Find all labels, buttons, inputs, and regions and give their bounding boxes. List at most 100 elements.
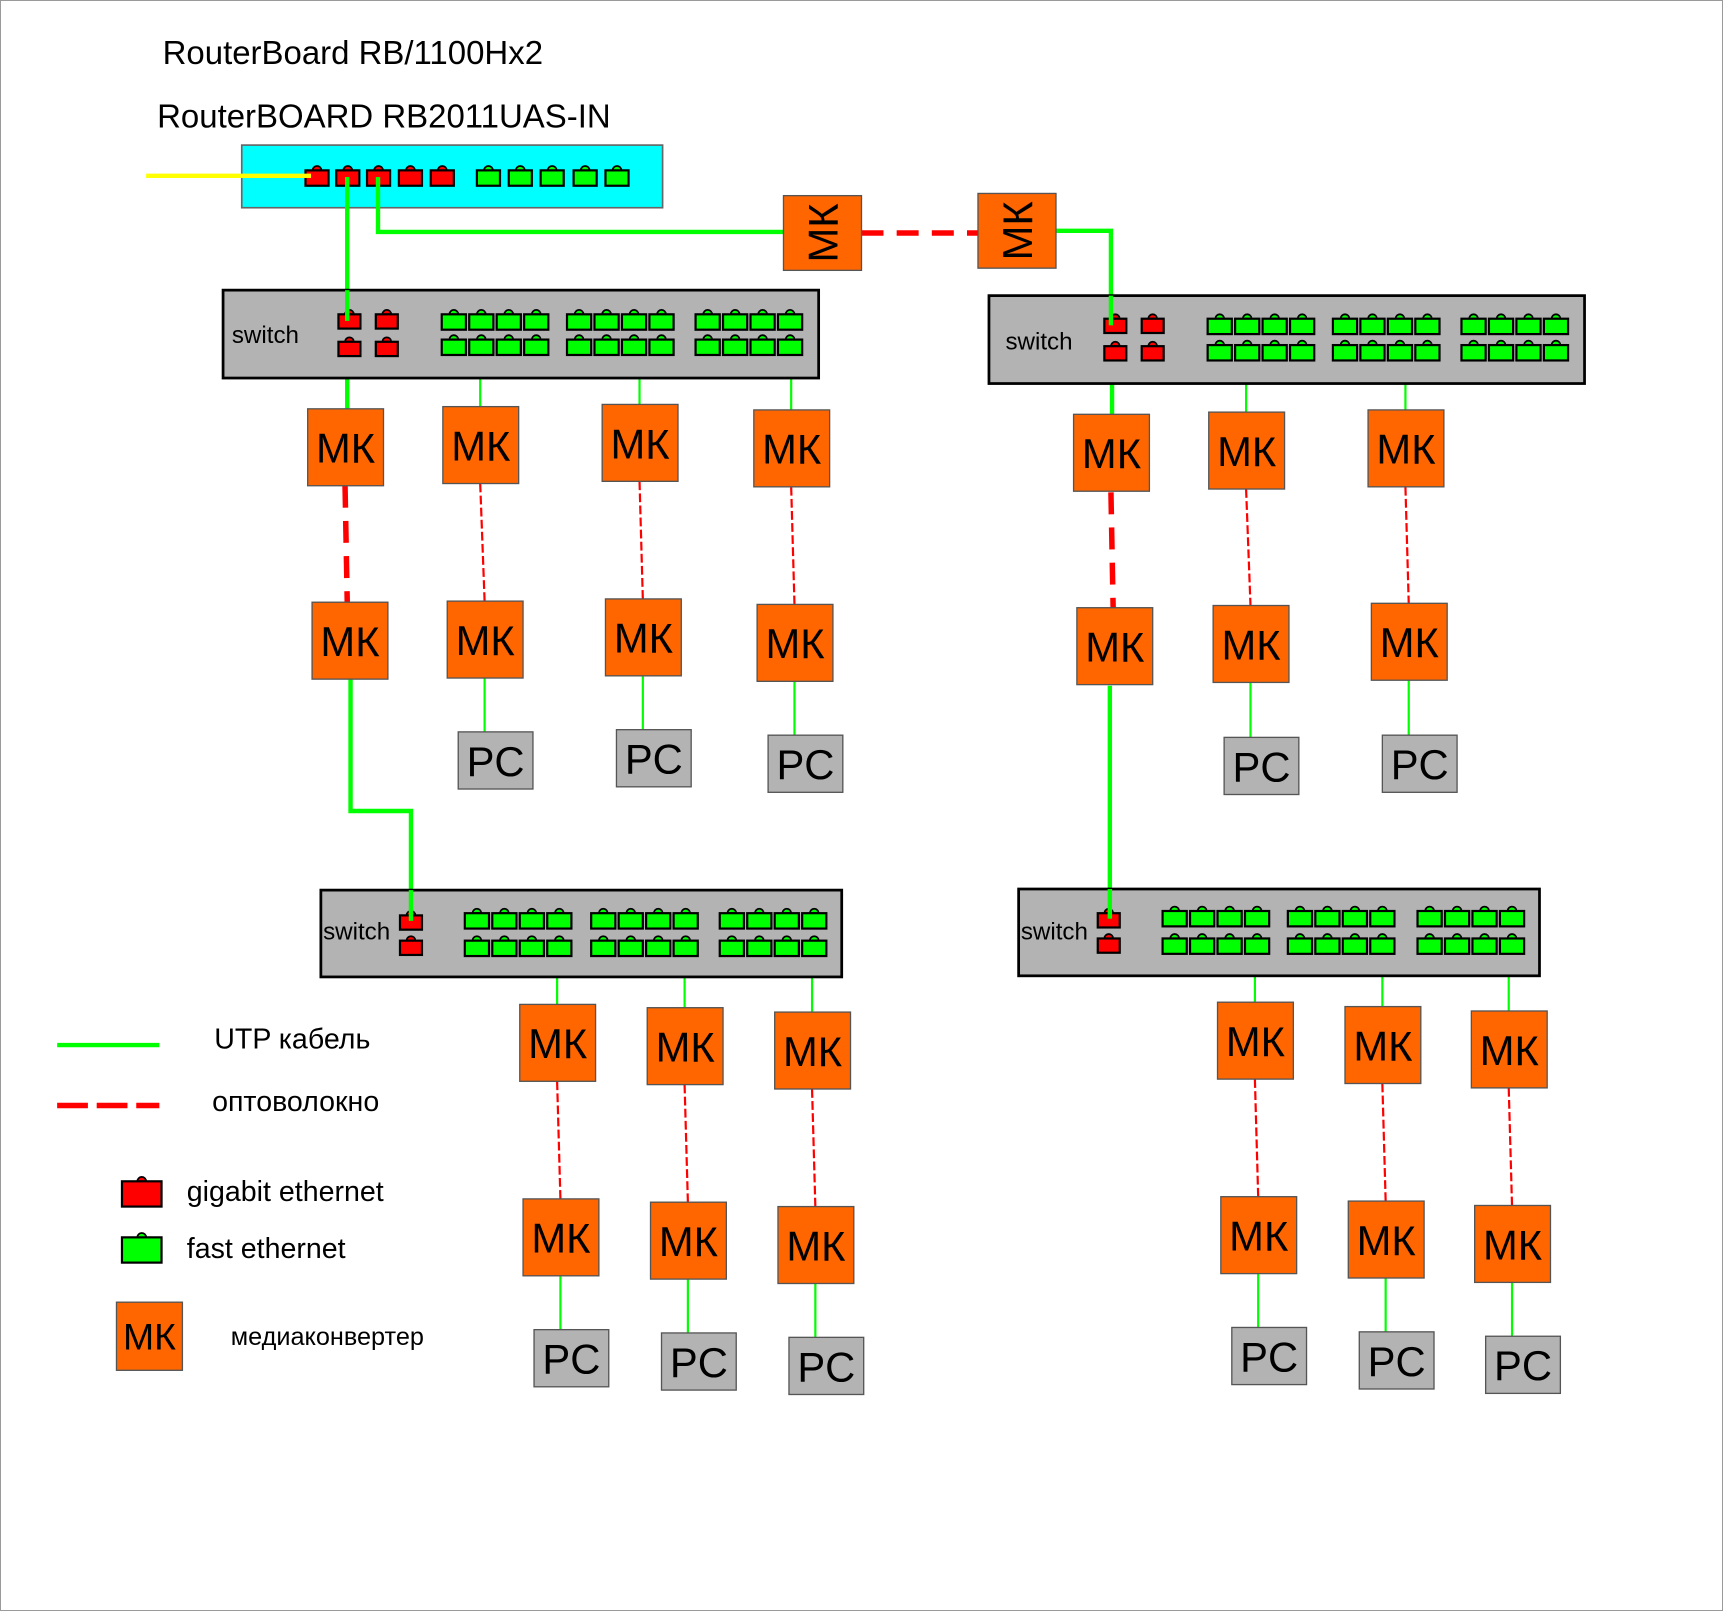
media-converter: МК (1212, 604, 1290, 684)
media-converter-label: МК (1480, 1027, 1540, 1074)
fiber-cable (479, 483, 486, 602)
fast-port (1416, 933, 1443, 955)
switch-label: switch (323, 919, 390, 946)
pc-label: PC (1391, 741, 1449, 788)
media-converter-top-left: МК (782, 194, 863, 272)
media-converter: МК (756, 603, 834, 682)
fast-port (1542, 313, 1570, 336)
fast-port-icon (120, 1232, 163, 1264)
fast-port (1359, 339, 1386, 362)
fast-port (523, 334, 550, 357)
fast-port (1386, 313, 1414, 336)
fast-port (801, 907, 828, 930)
legend-gigabit-label: gigabit ethernet (187, 1176, 384, 1208)
fast-port (1216, 905, 1243, 928)
media-converter-label: МК (786, 1222, 846, 1269)
fast-port (746, 935, 773, 958)
gigabit-port (429, 165, 455, 187)
pc: PC (1381, 734, 1458, 793)
pc-label: PC (1240, 1333, 1298, 1380)
fast-port (1286, 933, 1314, 955)
switch-label: switch (1021, 919, 1088, 946)
fast-port (546, 935, 573, 958)
gigabit-port (335, 165, 361, 187)
fast-port (1515, 313, 1542, 336)
pc-label: PC (1368, 1338, 1426, 1385)
fast-port (1161, 933, 1188, 955)
switch-body (987, 294, 1586, 385)
gigabit-port (374, 336, 399, 358)
media-converter-trunk: МК (1072, 413, 1151, 492)
fast-port (1542, 339, 1570, 362)
media-converter-label: МК (656, 1024, 716, 1071)
fast-port (1498, 905, 1526, 928)
media-converter: МК (1220, 1196, 1298, 1275)
fast-port (1386, 339, 1414, 362)
pc: PC (767, 734, 844, 793)
gigabit-port (397, 165, 424, 187)
fast-port (475, 165, 502, 187)
media-converter-label: МК (1353, 1022, 1413, 1069)
fast-port (546, 907, 573, 930)
legend: UTP кабель оптоволокно gigabit ethernet … (57, 1023, 424, 1371)
fast-port (565, 309, 593, 331)
fast-port (645, 935, 672, 958)
svg-text:МК: МК (800, 203, 847, 263)
media-converter: МК (646, 1007, 724, 1086)
fast-port (617, 935, 644, 958)
fast-port (1314, 905, 1341, 928)
media-converter-trunk: МК (311, 601, 389, 680)
media-converter-label: МК (659, 1218, 719, 1265)
fast-port (1206, 339, 1233, 362)
switch-sw-bottom-right: switch (1017, 887, 1541, 978)
fast-port (1341, 905, 1369, 928)
media-converter-label: МК (1483, 1221, 1543, 1268)
media-converter-label: МК (1217, 428, 1277, 475)
fast-port (507, 165, 533, 187)
fast-port (776, 334, 804, 357)
legend-fiber-label: оптоволокно (212, 1086, 379, 1118)
media-converter-label: МК (762, 426, 822, 473)
fiber-cable (1245, 488, 1252, 606)
media-converter-label: МК (1376, 426, 1436, 473)
fast-port (1288, 313, 1316, 336)
fast-port (801, 935, 828, 958)
fast-port (440, 334, 468, 357)
fast-port (672, 907, 699, 930)
fiber-cable (683, 1084, 689, 1203)
media-converter: МК (1370, 602, 1448, 681)
fiber-cable (790, 486, 796, 605)
switch-sw-top-left: switch (221, 288, 821, 380)
fast-port (1243, 905, 1271, 928)
pc-label: PC (797, 1343, 855, 1390)
pc-label: PC (776, 741, 834, 788)
fast-port (590, 935, 617, 958)
fast-port (694, 334, 721, 357)
pc-label: PC (670, 1339, 728, 1386)
fast-port (672, 935, 699, 958)
fast-port (1161, 905, 1188, 928)
title-router-1: RouterBoard RB/1100Hx2 (163, 34, 543, 71)
media-converter: МК (1474, 1204, 1552, 1284)
fast-port (1471, 905, 1498, 928)
media-converter-trunk: МК (307, 408, 385, 487)
fast-port (590, 907, 617, 930)
switch-body (221, 288, 821, 380)
fast-port (495, 309, 522, 331)
pc: PC (533, 1328, 610, 1388)
fast-port (468, 309, 495, 331)
fast-port (593, 334, 620, 357)
fast-port (539, 165, 565, 187)
pc: PC (1223, 736, 1300, 796)
fast-port (776, 309, 804, 331)
media-converter: МК (753, 409, 831, 488)
fast-port (746, 907, 773, 930)
media-converter: МК (1208, 411, 1286, 490)
media-converter-label: МК (611, 420, 671, 467)
media-converter: МК (522, 1198, 600, 1277)
fast-port (718, 935, 746, 958)
fast-port (1341, 933, 1369, 955)
switch-sw-bottom-left: switch (319, 888, 844, 979)
media-converter-label: МК (1229, 1213, 1289, 1260)
